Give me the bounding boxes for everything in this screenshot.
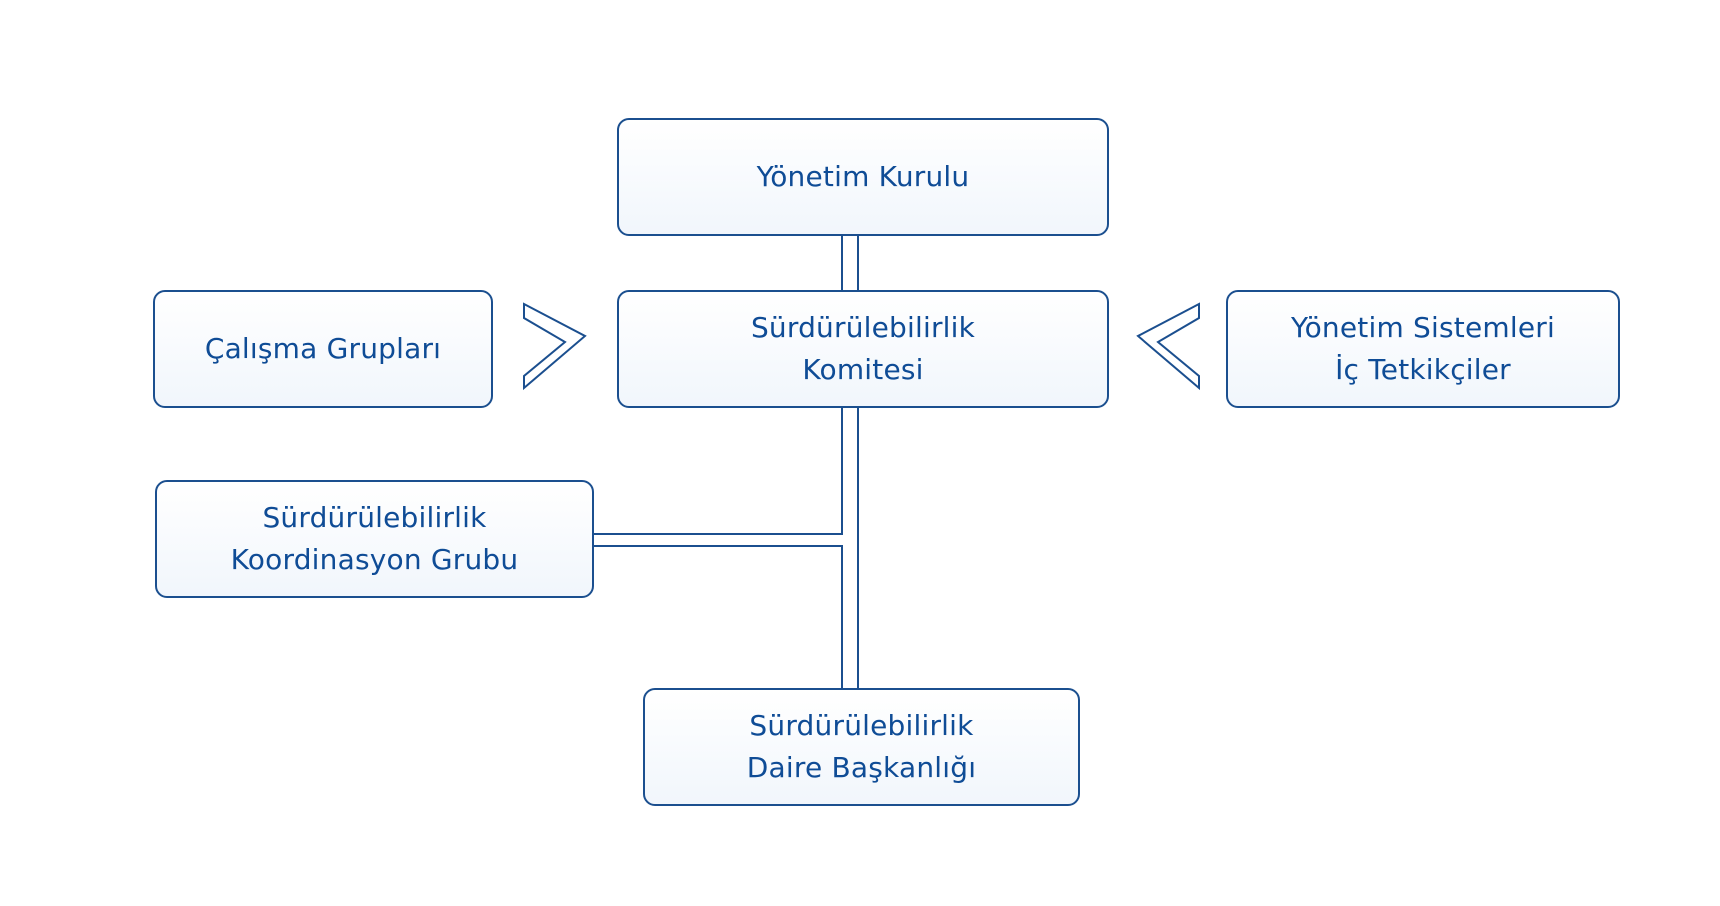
committee-node: Sürdürülebilirlik Komitesi bbox=[617, 290, 1109, 408]
board-label: Yönetim Kurulu bbox=[756, 160, 970, 193]
committee-department-connector bbox=[594, 408, 859, 690]
left-chevron-arrow-icon bbox=[1136, 302, 1200, 391]
department-label: Sürdürülebilirlik Daire Başkanlığı bbox=[746, 709, 977, 784]
right-chevron-arrow-icon bbox=[523, 302, 587, 391]
working-groups-node: Çalışma Grupları bbox=[153, 290, 493, 408]
coordination-group-label: Sürdürülebilirlik Koordinasyon Grubu bbox=[230, 501, 519, 576]
board-committee-connector bbox=[841, 236, 859, 290]
internal-auditors-node: Yönetim Sistemleri İç Tetkikçiler bbox=[1226, 290, 1620, 408]
department-node: Sürdürülebilirlik Daire Başkanlığı bbox=[643, 688, 1080, 806]
board-node: Yönetim Kurulu bbox=[617, 118, 1109, 236]
internal-auditors-label: Yönetim Sistemleri İç Tetkikçiler bbox=[1291, 311, 1555, 386]
coordination-group-node: Sürdürülebilirlik Koordinasyon Grubu bbox=[155, 480, 594, 598]
working-groups-label: Çalışma Grupları bbox=[204, 332, 442, 365]
committee-label: Sürdürülebilirlik Komitesi bbox=[750, 311, 976, 386]
